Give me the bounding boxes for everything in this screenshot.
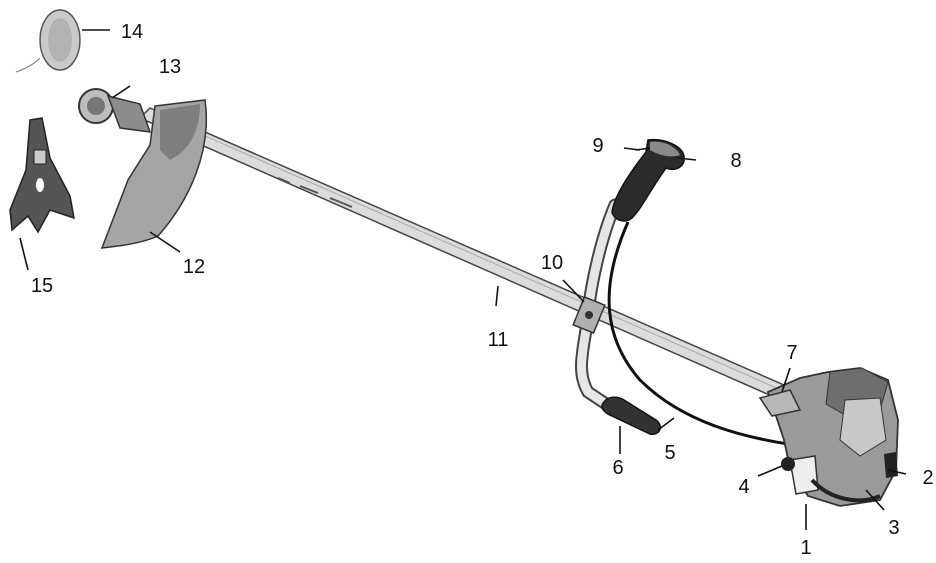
callout-6: 6 <box>612 457 623 479</box>
blade-guard <box>100 99 207 249</box>
lower-grip <box>601 396 661 435</box>
callout-10: 10 <box>541 252 563 274</box>
callout-1: 1 <box>800 537 811 559</box>
callout-9: 9 <box>592 135 603 157</box>
callout-4: 4 <box>738 476 749 498</box>
callout-11: 11 <box>488 329 509 351</box>
throttle-handle <box>611 138 685 222</box>
callout-8: 8 <box>730 150 741 172</box>
gear-head <box>78 88 152 133</box>
throttle-cable <box>607 221 821 450</box>
callout-14: 14 <box>121 21 143 43</box>
shaft-decal <box>277 177 353 208</box>
callout-7: 7 <box>786 342 797 364</box>
callout-15: 15 <box>31 275 53 297</box>
cutting-blade <box>9 117 75 234</box>
engine-unit <box>758 367 899 507</box>
main-shaft <box>138 107 802 405</box>
callout-5: 5 <box>664 442 675 464</box>
trimmer-spool <box>15 9 81 73</box>
leader-lines <box>19 29 907 530</box>
callout-3: 3 <box>888 517 899 539</box>
handle-clamp <box>572 295 606 335</box>
callout-12: 12 <box>183 256 205 278</box>
callout-2: 2 <box>922 467 933 489</box>
callout-13: 13 <box>159 56 181 78</box>
